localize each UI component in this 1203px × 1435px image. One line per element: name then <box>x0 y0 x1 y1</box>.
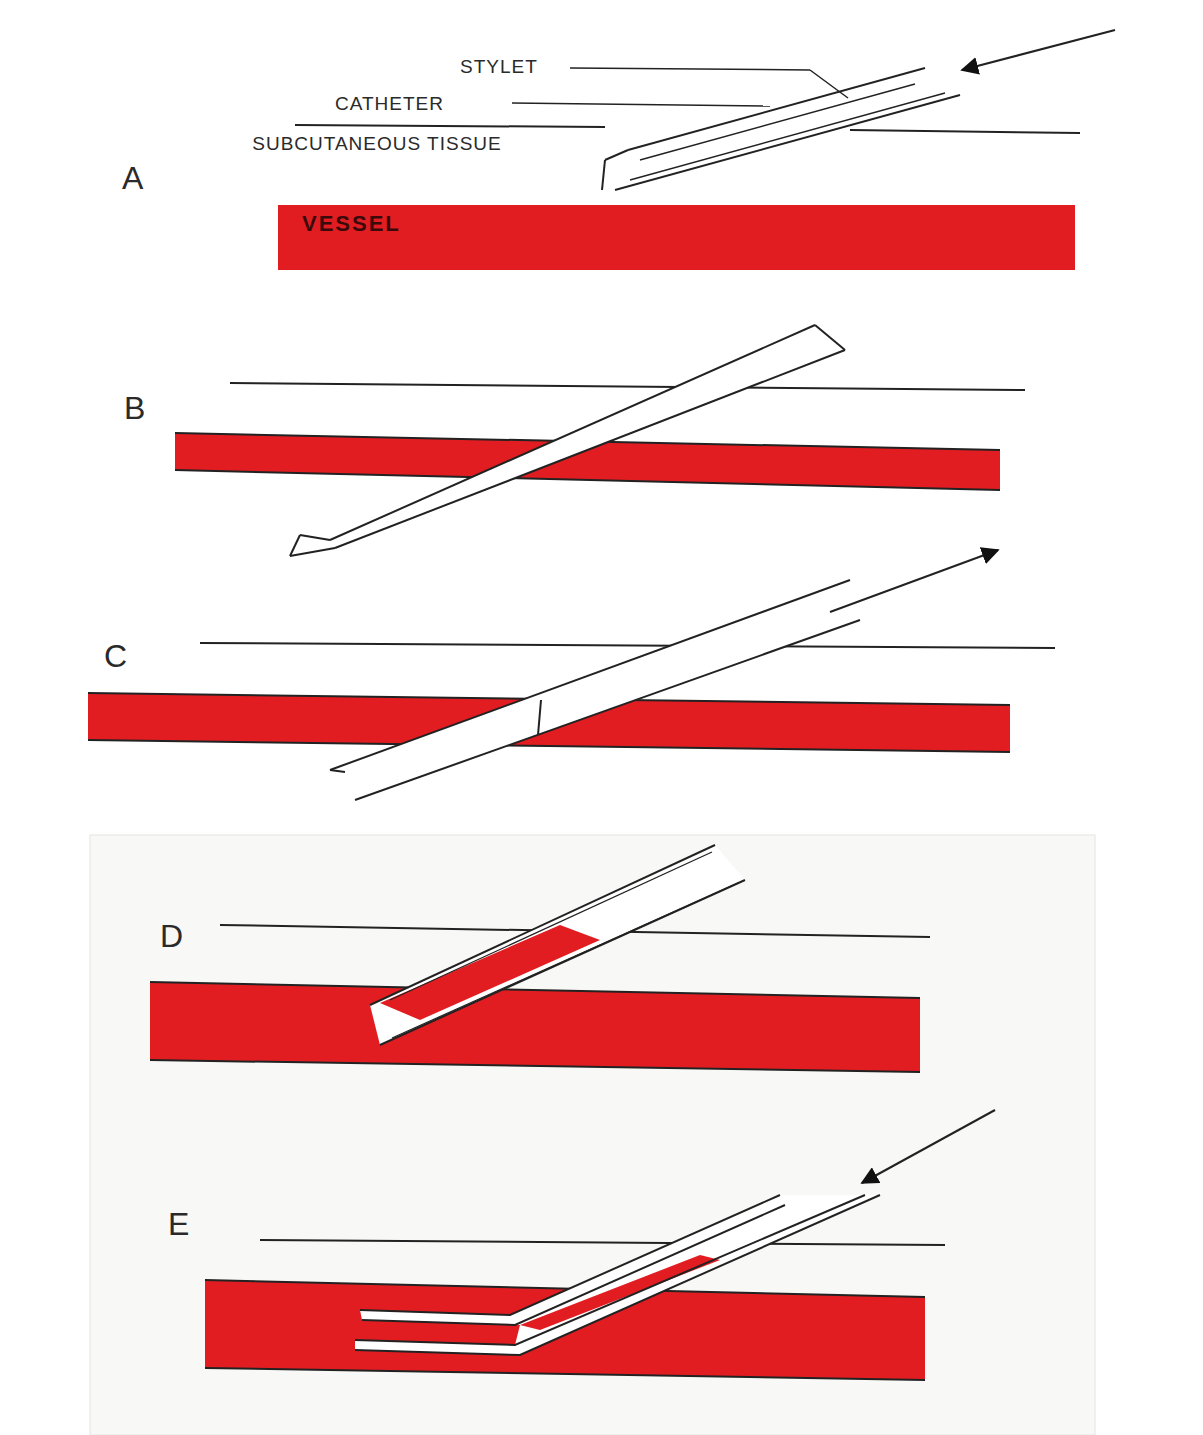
panel-letter: B <box>124 390 146 427</box>
panel-letter: C <box>104 638 128 675</box>
part-name: STYLET <box>460 56 538 78</box>
panel-letter: E <box>168 1206 190 1243</box>
panel-letter: D <box>160 918 184 955</box>
vessel-band: VESSEL <box>278 205 1075 270</box>
panel-letter: A <box>122 160 144 197</box>
part-name: CATHETER <box>335 93 444 115</box>
vessel-label: VESSEL <box>302 211 1051 237</box>
part-name: SUBCUTANEOUS TISSUE <box>252 132 502 157</box>
